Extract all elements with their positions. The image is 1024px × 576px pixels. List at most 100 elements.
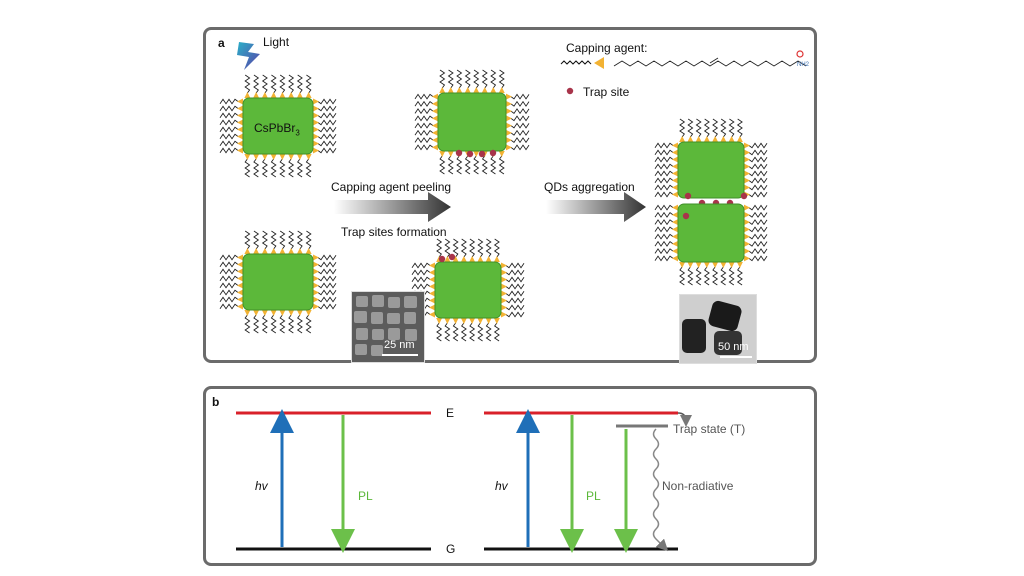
ligand-tail [654,204,674,211]
ligand-tail [219,303,239,310]
ligand-head [477,256,484,262]
capping-agent-label: Capping agent: [566,41,648,55]
ligand-head [444,318,451,324]
ligand-head [296,154,303,160]
ligand-tail [720,266,727,286]
ligand-head [744,219,750,226]
ligand-head [305,310,312,316]
ligand-head [432,93,438,100]
ligand-tail [296,74,303,94]
ligand-head [687,136,694,142]
ligand-head [313,296,319,303]
ligand-head [672,163,678,170]
ligand-head [296,248,303,254]
ligand-head [744,163,750,170]
ligand-head [506,115,512,122]
panel-a: a Light Capping agent: Trap site Capping… [203,27,817,364]
ligand-head [736,262,743,268]
ligand-tail [505,283,525,290]
ligand-tail [219,119,239,126]
ligand-head [305,248,312,254]
crystal-label: CsPbBr3 [254,121,300,137]
tem-image-1: 25 nm [351,291,425,363]
ligand-tail [288,230,295,250]
ligand-tail [498,155,505,175]
trap-site-dot [448,253,456,261]
ligand-tail [411,262,431,269]
ligand-head [279,154,286,160]
ligand-head [237,119,243,126]
ligand-tail [411,276,431,283]
trap-site-legend-icon [566,87,574,95]
ligand-head [506,137,512,144]
ligand-head [313,303,319,310]
ligand-head [444,256,451,262]
ligand-head [485,256,492,262]
ligand-head [253,310,260,316]
ligand-head [237,105,243,112]
ligand-head [237,254,243,261]
ligand-tail [748,226,768,233]
ligand-tail [712,266,719,286]
ligand-tail [452,322,459,342]
trap-site-dot [438,255,446,263]
ligand-head [703,262,710,268]
light-label: Light [263,35,290,49]
ligand-head [253,248,260,254]
ligand-head [501,276,507,283]
ligand-head [695,262,702,268]
ligand-head [744,233,750,240]
ligand-tail [687,266,694,286]
ligand-tail [279,158,286,178]
ligand-head [439,87,446,93]
ligand-tail [279,314,286,334]
ligand-tail [654,248,674,255]
ligand-tail [219,296,239,303]
ligand-tail [317,268,337,275]
ligand-tail [219,268,239,275]
ligand-head [460,256,467,262]
amine-label: NH2 [797,62,810,68]
ligand-head [313,147,319,154]
ligand-tail [317,282,337,289]
ligand-head [672,149,678,156]
ligand-tail [464,155,471,175]
ligand-head [237,126,243,133]
ligand-tail [317,261,337,268]
ligand-head [429,297,435,304]
ligand-tail [219,282,239,289]
ligand-head [429,269,435,276]
ligand-tail [253,314,260,334]
ligand-head [288,310,295,316]
tem-image-2: 50 nm [679,294,757,364]
ligand-head [490,87,497,93]
ligand-tail [695,266,702,286]
ligand-head [744,149,750,156]
ligand-tail [219,126,239,133]
ligand-tail [317,133,337,140]
ligand-tail [510,122,530,129]
ligand-head [313,140,319,147]
ligand-head [432,100,438,107]
ligand-tail [253,74,260,94]
ligand-head [481,87,488,93]
ligand-head [237,268,243,275]
ligand-tail [305,314,312,334]
ligand-tail [748,211,768,218]
ligand-tail [748,248,768,255]
oleylamine-chain [613,60,807,67]
ligand-head [313,282,319,289]
ligand-head [261,310,268,316]
ligand-head [672,240,678,247]
ligand-tail [414,108,434,115]
ligand-tail [317,105,337,112]
perovskite-crystal [242,253,314,311]
ligand-head [244,310,251,316]
ligand-tail [244,158,251,178]
ligand-tail [317,98,337,105]
ligand-tail [654,191,674,198]
ligand-head [744,177,750,184]
ligand-head [672,184,678,191]
ligand-head [501,311,507,318]
scalebar-1-label: 25 nm [384,339,415,351]
